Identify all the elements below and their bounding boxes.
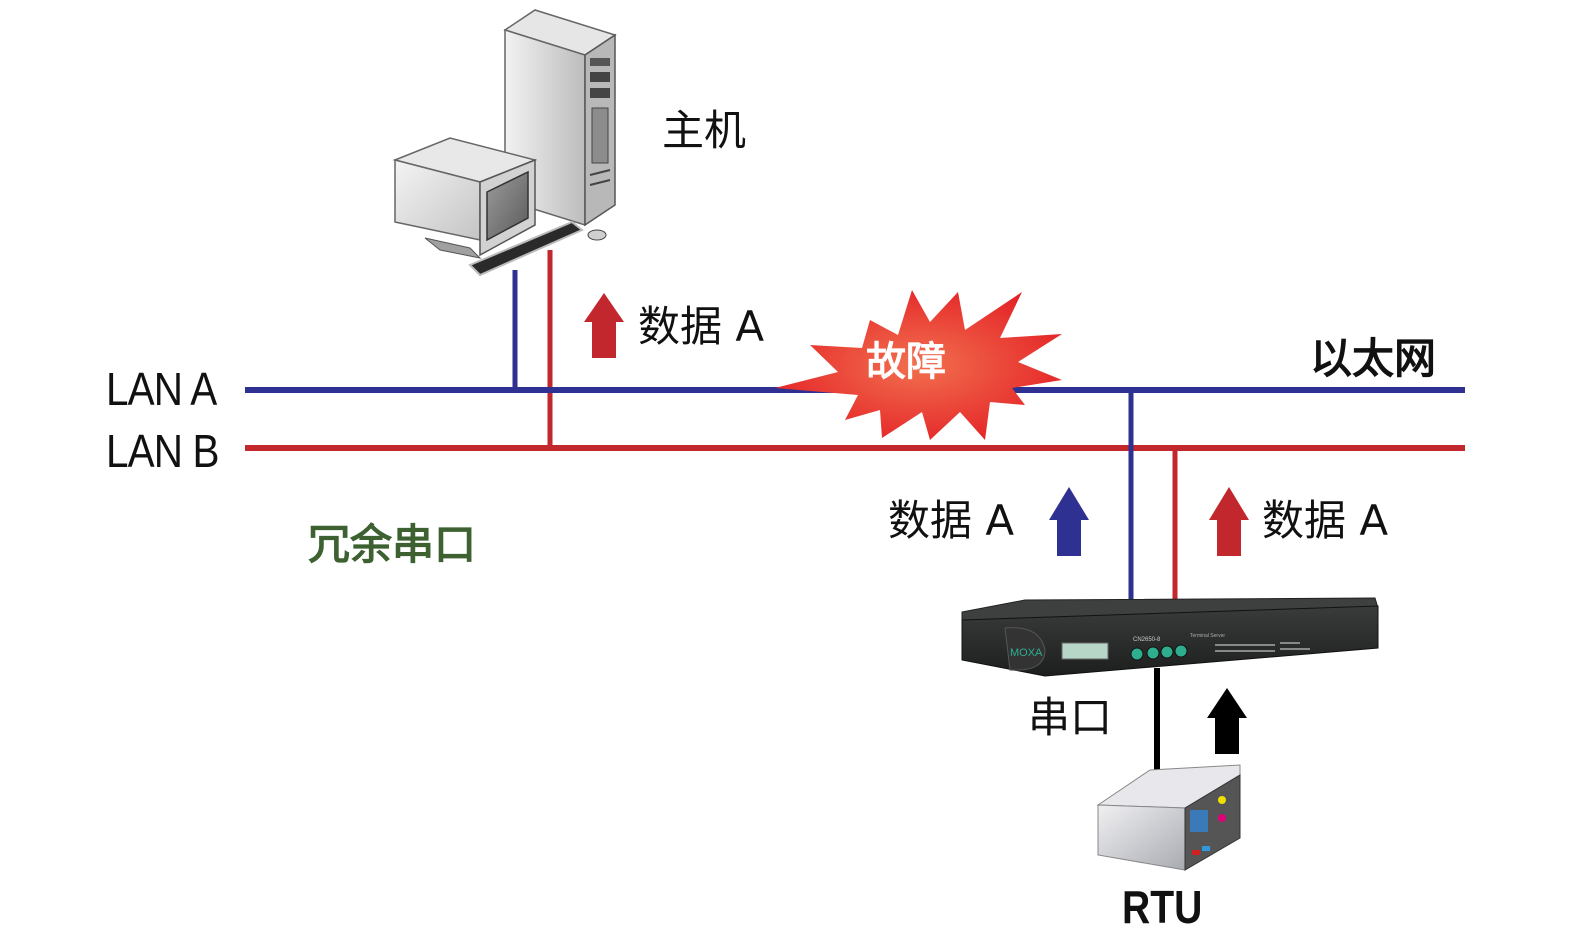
arrow-up-black-icon xyxy=(1207,688,1247,754)
rtu-front xyxy=(1184,774,1241,871)
tower-panel xyxy=(591,107,609,164)
device-button xyxy=(1174,644,1188,658)
serial-label: 串口 xyxy=(1028,693,1113,742)
redundant-serial-label: 冗余串口 xyxy=(308,520,477,569)
monitor-base xyxy=(424,237,482,259)
lan-b-label: LAN B xyxy=(106,425,219,477)
drive-bay xyxy=(590,72,610,82)
rtu-button xyxy=(1202,846,1210,851)
keyboard xyxy=(468,220,584,277)
mouse xyxy=(587,229,607,241)
rtu-knob xyxy=(1218,814,1226,822)
data-label-lan-a: 数据 A xyxy=(888,496,1015,545)
arrow-up-blue-icon xyxy=(1049,487,1089,556)
fault-label: 故障 xyxy=(866,339,946,385)
vent xyxy=(589,169,611,176)
rtu-side xyxy=(1097,804,1186,871)
device-button xyxy=(1130,647,1144,661)
host-label: 主机 xyxy=(662,106,747,155)
rtu-knob xyxy=(1218,796,1226,804)
drive-bay xyxy=(590,58,610,66)
monitor-screen xyxy=(486,170,529,242)
ethernet-label: 以太网 xyxy=(1310,334,1437,383)
device-leds xyxy=(1215,642,1310,652)
fault-burst-icon xyxy=(775,290,1062,440)
vent xyxy=(589,179,611,186)
lan-a-label: LAN A xyxy=(106,363,217,415)
rtu-button xyxy=(1192,850,1200,855)
device-subtitle: Terminal Server xyxy=(1190,633,1225,639)
device-logo-badge xyxy=(1004,627,1046,671)
arrow-up-red-icon xyxy=(584,293,624,358)
data-label-host: 数据 A xyxy=(638,302,765,351)
data-label-lan-b: 数据 A xyxy=(1262,496,1389,545)
rtu-screen xyxy=(1190,810,1208,832)
terminal-server-device: MOXA CN2650-8 Terminal Server xyxy=(961,597,1379,677)
drive-bay xyxy=(590,88,610,98)
device-lcd xyxy=(1061,642,1109,660)
host-computer-icon xyxy=(392,9,617,277)
device-button xyxy=(1146,646,1160,660)
rtu-label: RTU xyxy=(1122,881,1203,933)
device-brand: MOXA xyxy=(1010,647,1043,659)
rtu-device-icon xyxy=(1096,764,1241,871)
device-model: CN2650-8 xyxy=(1133,637,1161,643)
arrow-up-red-icon xyxy=(1209,487,1249,556)
device-button xyxy=(1160,645,1174,659)
